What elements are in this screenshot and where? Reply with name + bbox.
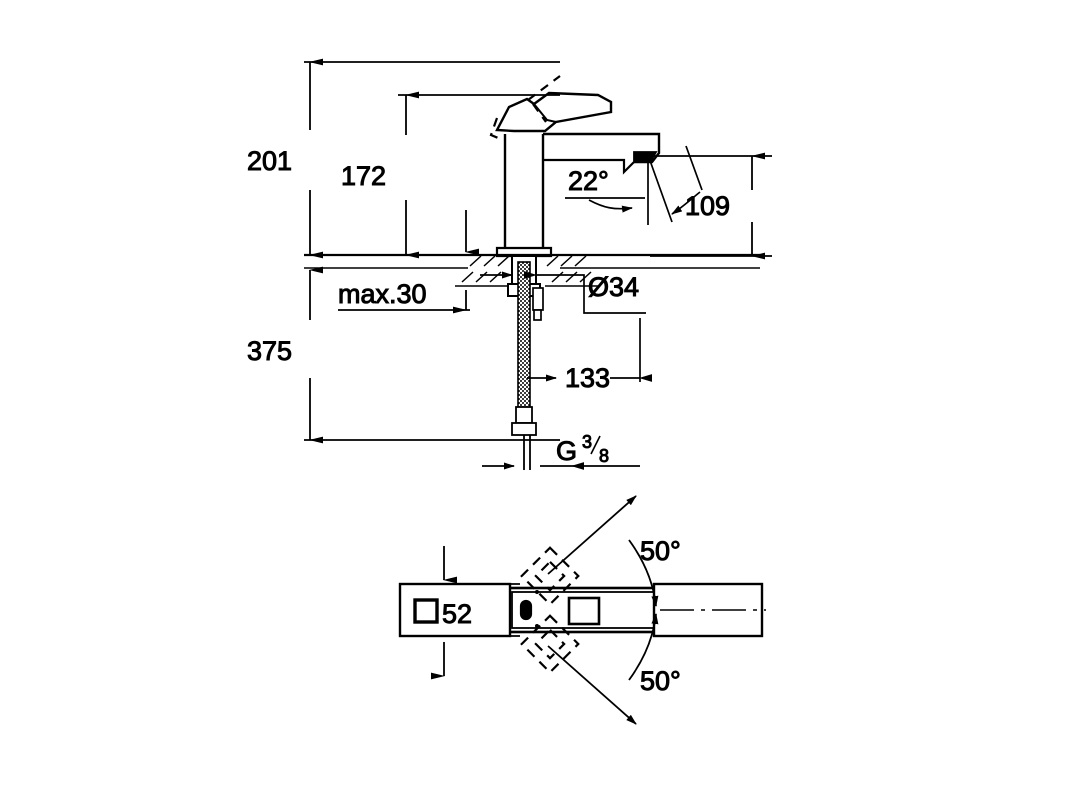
dimension-109-label: 109 <box>685 191 730 221</box>
dimension-g38-denominator: 8 <box>599 446 609 466</box>
dimension-201: 201 <box>246 58 560 259</box>
dimension-50deg-upper: 50° <box>640 536 682 567</box>
dimension-max30-label: max.30 <box>338 279 427 309</box>
dimension-50deg-lower-label: 50° <box>640 666 681 696</box>
elevation-view: 201 172 max.30 Ø34 375 <box>246 58 772 470</box>
dimension-d34-label: Ø34 <box>588 272 639 302</box>
lever-open-position-dashed <box>489 75 561 142</box>
plan-square-outlet <box>567 596 601 626</box>
plan-swivel-arc <box>628 539 659 681</box>
faucet-body <box>495 134 553 258</box>
dimension-square-52: 52 <box>406 546 520 680</box>
countertop-hatch-left <box>461 255 510 283</box>
dimension-52-label: 52 <box>442 599 472 629</box>
plan-swivel-ghost-lower <box>520 614 580 674</box>
dimension-201-label: 201 <box>247 146 292 176</box>
dimension-50deg-upper-label: 50° <box>640 536 681 566</box>
dimension-50deg-lower: 50° <box>640 666 682 697</box>
dimension-375: 375 <box>246 266 560 444</box>
dimension-g38-numerator: 3 <box>582 432 592 452</box>
dimension-22deg-label: 22° <box>568 166 609 196</box>
plan-view: 52 50° 50° <box>398 495 766 725</box>
square-symbol-glyph <box>413 598 439 624</box>
dimension-g38: G 3 8 <box>482 432 640 470</box>
plan-swivel-leaders <box>547 495 637 725</box>
faucet-lever <box>495 91 613 133</box>
countertop-hatch-right <box>546 255 592 283</box>
dimension-133: 133 <box>527 318 652 394</box>
dimension-172: 172 <box>340 91 560 259</box>
plan-swivel-ghost-upper <box>520 546 580 606</box>
secondary-hose-stub <box>532 287 544 321</box>
dimension-g38-letter: G <box>556 436 577 466</box>
dimension-133-label: 133 <box>565 363 610 393</box>
flexible-supply-hose <box>511 261 537 470</box>
dimension-max30: max.30 <box>338 210 479 314</box>
plan-lever-slot <box>519 590 539 628</box>
dimension-375-label: 375 <box>247 336 292 366</box>
dimension-22deg: 22° <box>565 145 703 225</box>
dimension-d34: Ø34 <box>480 271 646 314</box>
dimension-172-label: 172 <box>341 161 386 191</box>
faucet-spout <box>543 132 661 175</box>
dimension-109: 109 <box>650 152 772 260</box>
